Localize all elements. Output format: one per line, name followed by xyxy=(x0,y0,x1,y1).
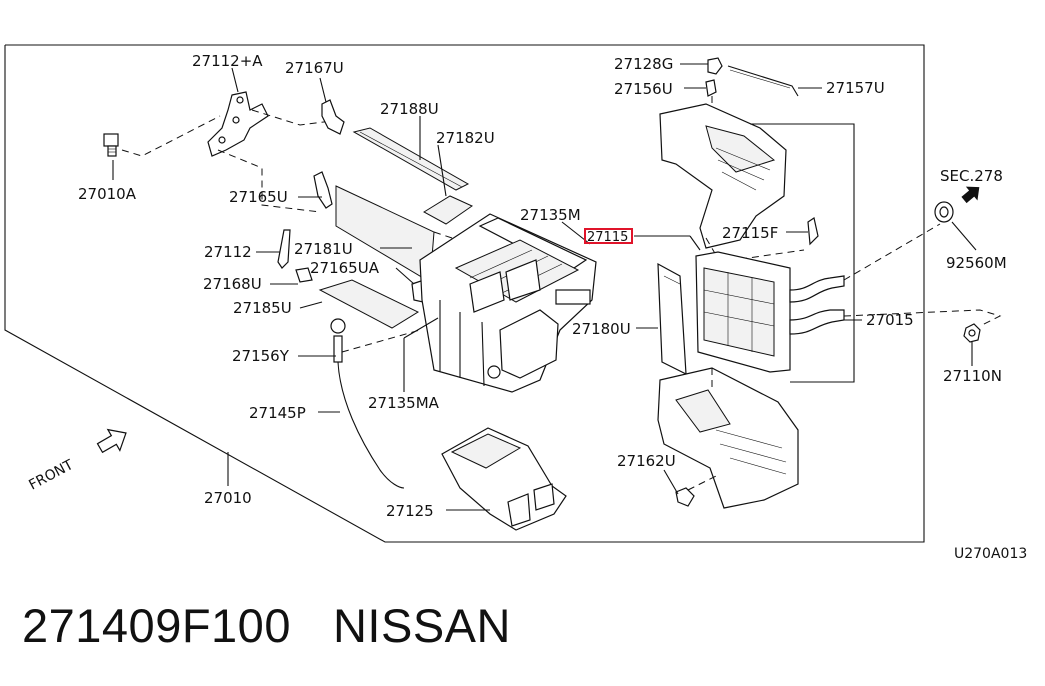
highlight-box-27115 xyxy=(584,228,633,244)
clip-27168u xyxy=(295,267,313,283)
clip-27128g xyxy=(707,57,723,75)
label-27156u: 27156U xyxy=(614,80,673,98)
bolt-27010a xyxy=(103,133,119,157)
brand-name: NISSAN xyxy=(332,599,511,652)
clip-27165u xyxy=(313,171,333,209)
label-27181u: 27181U xyxy=(294,240,353,258)
label-27112: 27112 xyxy=(204,243,252,261)
rod-27112 xyxy=(277,229,291,269)
filter-27180u xyxy=(657,262,687,376)
caption: 271409F100 NISSAN xyxy=(22,598,511,658)
diagram-code: U270A013 xyxy=(954,546,1027,562)
label-27125: 27125 xyxy=(386,502,434,520)
label-27167u: 27167U xyxy=(285,59,344,77)
front-arrow-icon xyxy=(96,428,127,454)
upper-case xyxy=(659,103,787,249)
evaporator-27015 xyxy=(695,251,845,373)
clip-27162u xyxy=(675,487,695,507)
label-27145p: 27145P xyxy=(249,404,306,422)
label-27128g: 27128G xyxy=(614,55,673,73)
grommet-92560m xyxy=(934,201,954,223)
label-27115: 27115 xyxy=(587,230,628,245)
label-27168u: 27168U xyxy=(203,275,262,293)
label-27010: 27010 xyxy=(204,489,252,507)
seal-27185u xyxy=(318,279,420,329)
lower-case xyxy=(657,367,799,509)
clip-27167u xyxy=(321,99,345,135)
label-27115f: 27115F xyxy=(722,224,778,242)
heater-case-27135m xyxy=(419,213,597,393)
label-front: FRONT xyxy=(26,457,76,494)
label-27185u: 27185U xyxy=(233,299,292,317)
seal-27182u xyxy=(423,195,474,225)
label-27135m: 27135M xyxy=(520,206,581,224)
label-27188u: 27188U xyxy=(380,100,439,118)
sec-278-arrow-icon xyxy=(961,186,980,204)
label-27162u: 27162U xyxy=(617,452,676,470)
clip-27115f xyxy=(807,217,819,246)
label-27010a: 27010A xyxy=(78,185,137,203)
duct-27125 xyxy=(441,427,567,531)
nut-27110n xyxy=(963,323,981,343)
label-27015: 27015 xyxy=(866,311,914,329)
bracket-27112-a xyxy=(207,91,269,157)
diagram-frame xyxy=(4,44,925,543)
part-number: 271409F100 xyxy=(22,599,291,652)
label-27182u: 27182U xyxy=(436,129,495,147)
label-92560m: 92560M xyxy=(946,254,1007,272)
label-sec-278: SEC.278 xyxy=(940,167,1003,185)
label-27165ua: 27165UA xyxy=(310,259,380,277)
label-27112-a: 27112+A xyxy=(192,52,263,70)
seal-27188u xyxy=(352,127,470,191)
label-27110n: 27110N xyxy=(943,367,1002,385)
label-27165u: 27165U xyxy=(229,188,288,206)
label-27135ma: 27135MA xyxy=(368,394,440,412)
cable-27145p xyxy=(330,318,421,489)
clip-27156u xyxy=(705,79,717,97)
rod-27157u xyxy=(727,65,799,97)
label-27180u: 27180U xyxy=(572,320,631,338)
label-27157u: 27157U xyxy=(826,79,885,97)
label-27156y: 27156Y xyxy=(232,347,290,365)
